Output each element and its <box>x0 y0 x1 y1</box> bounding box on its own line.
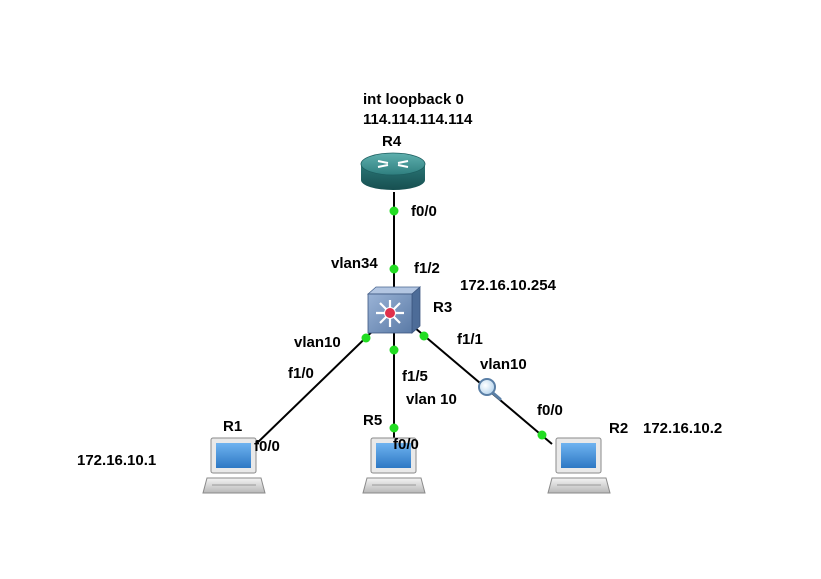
port-dot[interactable] <box>361 333 371 343</box>
r4-name-label: R4 <box>382 133 402 150</box>
r3-r5-vlan-label: vlan 10 <box>406 391 457 408</box>
magnifier-capture-icon[interactable] <box>478 378 502 401</box>
r5-name-label: R5 <box>363 412 383 429</box>
r3-r2-vlan-label: vlan10 <box>480 356 527 373</box>
r3-r5-port-a-label: f1/5 <box>402 368 428 385</box>
port-dots <box>361 206 547 440</box>
r3-name-label: R3 <box>433 299 453 316</box>
port-dot[interactable] <box>389 264 399 274</box>
r3-r2-port-a-label: f1/1 <box>457 331 483 348</box>
pc-icon[interactable] <box>547 437 611 494</box>
r3-ip-label: 172.16.10.254 <box>460 277 556 294</box>
r1-ip-label: 172.16.10.1 <box>77 452 157 469</box>
port-dot[interactable] <box>537 430 547 440</box>
r4-r3-port-b-label: f1/2 <box>414 260 440 277</box>
r3-r1-port-a-label: f1/0 <box>288 365 314 382</box>
multilayer-switch-icon[interactable] <box>366 286 422 334</box>
r2-ip-label: 172.16.10.2 <box>643 420 723 437</box>
router-icon[interactable] <box>360 152 426 190</box>
r3-r1-port-b-label: f0/0 <box>254 438 280 455</box>
r4-note-line2: 114.114.114.114 <box>363 111 473 128</box>
port-dot[interactable] <box>389 345 399 355</box>
r4-note-line1: int loopback 0 <box>363 91 464 108</box>
port-dot[interactable] <box>419 331 429 341</box>
port-dot[interactable] <box>389 423 399 433</box>
r4-r3-port-a-label: f0/0 <box>411 203 437 220</box>
pc-icon[interactable] <box>362 437 426 494</box>
pc-icon[interactable] <box>202 437 266 494</box>
r3-r5-port-b-label: f0/0 <box>393 436 419 453</box>
r1-name-label: R1 <box>223 418 243 435</box>
r3-r1-vlan-label: vlan10 <box>294 334 341 351</box>
r4-r3-vlan-label: vlan34 <box>331 255 378 272</box>
port-dot[interactable] <box>389 206 399 216</box>
r2-name-label: R2 <box>609 420 629 437</box>
r3-r2-port-b-label: f0/0 <box>537 402 563 419</box>
link-r3-r1[interactable] <box>253 321 383 447</box>
